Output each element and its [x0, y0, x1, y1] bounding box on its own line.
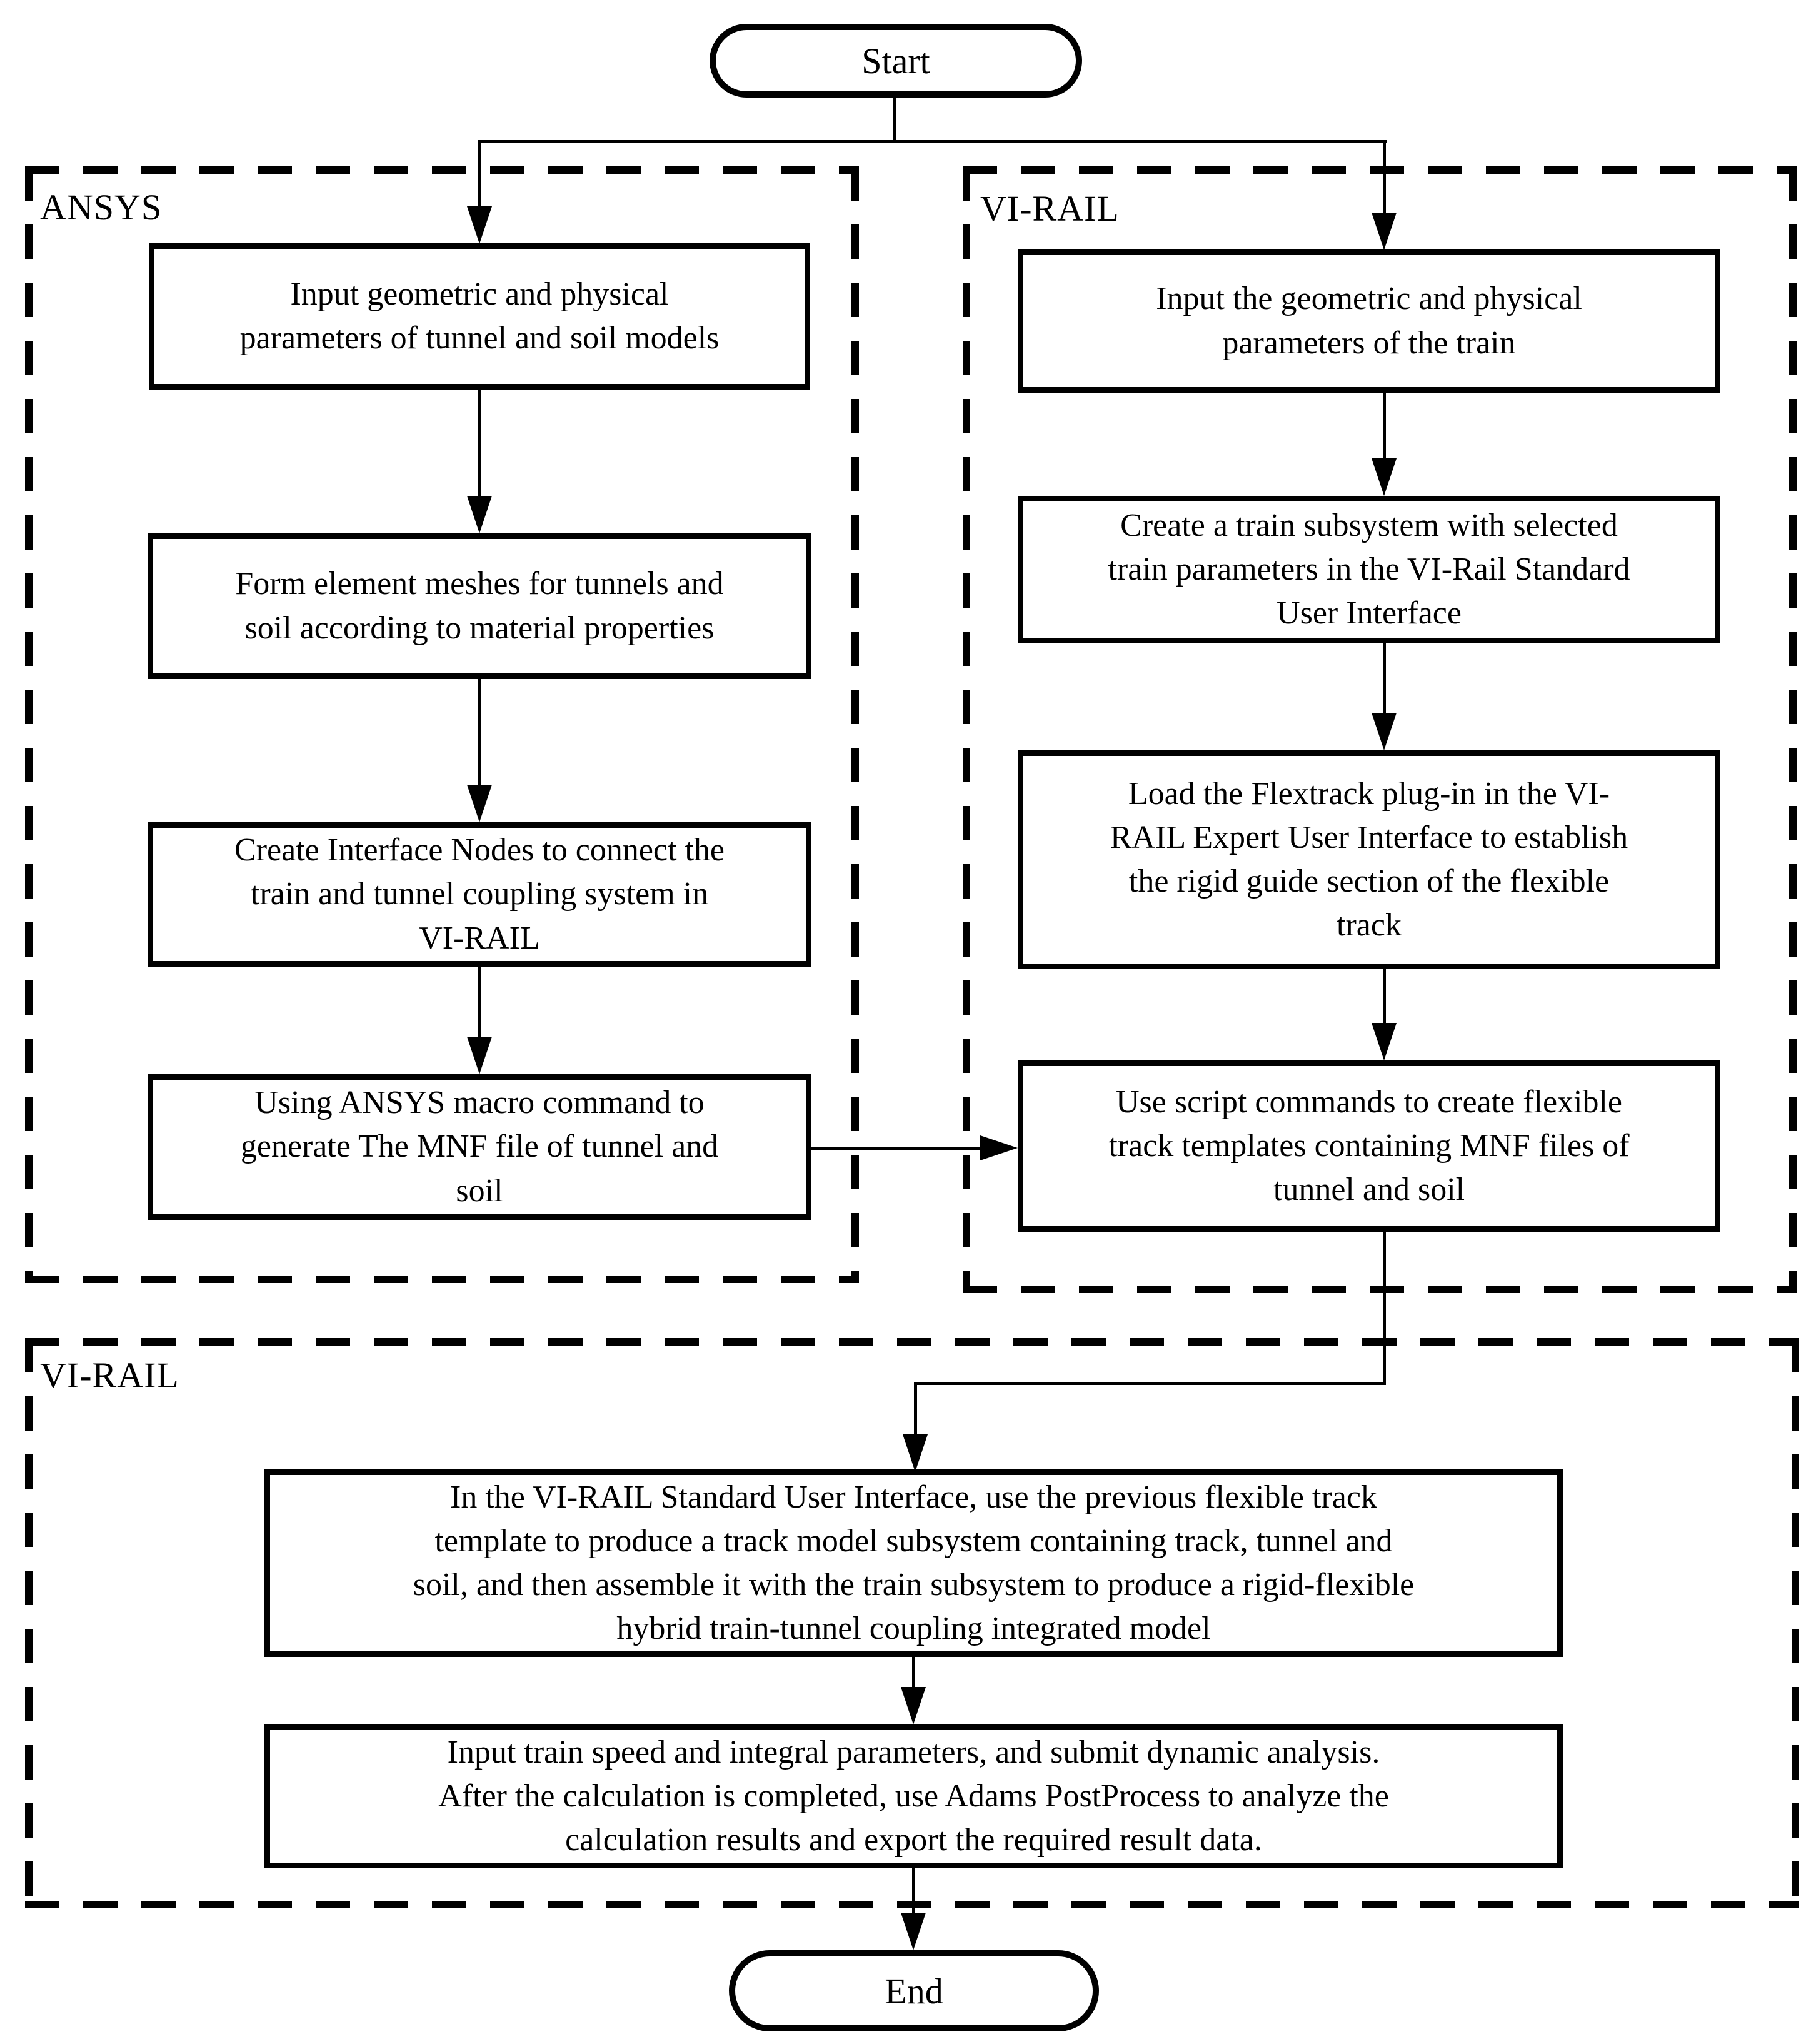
arrowhead-into-virail-step-3	[1372, 713, 1397, 750]
ansys-step-1-box: Input geometric and physical parameters …	[149, 243, 810, 390]
arrowhead-into-lower-step-2	[901, 1687, 926, 1724]
connector-virail-4-down	[1383, 1232, 1386, 1385]
virail-upper-container-label: VI-RAIL	[980, 188, 1120, 229]
connector-lower-2-to-end	[912, 1868, 915, 1914]
arrowhead-into-virail-step-4	[980, 1135, 1018, 1160]
arrowhead-into-ansys-step-4	[467, 1037, 492, 1074]
ansys-step-3-box: Create Interface Nodes to connect the tr…	[148, 822, 811, 967]
connector-start-split-bar	[478, 140, 1387, 143]
connector-virail-3-4	[1383, 969, 1386, 1024]
connector-virail-1-2	[1383, 393, 1386, 460]
lower-step-1-box: In the VI-RAIL Standard User Interface, …	[264, 1469, 1563, 1657]
virail-step-2-box: Create a train subsystem with selected t…	[1018, 496, 1720, 643]
start-terminal: Start	[710, 24, 1082, 98]
arrowhead-into-virail-step-4-vertical	[1372, 1023, 1397, 1060]
arrowhead-into-virail-step-2	[1372, 458, 1397, 496]
ansys-step-2-box: Form element meshes for tunnels and soil…	[148, 533, 811, 679]
arrowhead-into-virail-step-1	[1372, 213, 1397, 250]
connector-split-to-ansys	[478, 140, 481, 208]
ansys-step-4-box: Using ANSYS macro command to generate Th…	[148, 1074, 811, 1220]
arrowhead-into-ansys-step-1	[467, 206, 492, 244]
connector-virail-2-3	[1383, 643, 1386, 714]
arrowhead-into-ansys-step-3	[467, 785, 492, 822]
connector-ansys-1-2	[478, 390, 481, 497]
connector-ansys-3-4	[478, 967, 481, 1038]
arrowhead-into-lower-step-1	[903, 1434, 928, 1472]
connector-elbow-down	[914, 1382, 917, 1436]
connector-ansys-2-3	[478, 679, 481, 786]
connector-start-stem	[893, 98, 896, 141]
arrowhead-into-ansys-step-2	[467, 496, 492, 533]
virail-step-1-box: Input the geometric and physical paramet…	[1018, 249, 1720, 393]
lower-step-2-box: Input train speed and integral parameter…	[264, 1724, 1563, 1868]
end-terminal: End	[729, 1950, 1099, 2031]
virail-lower-container-label: VI-RAIL	[40, 1355, 179, 1396]
arrowhead-into-end	[901, 1913, 926, 1950]
virail-step-4-box: Use script commands to create flexible t…	[1018, 1060, 1720, 1232]
connector-split-to-virail	[1383, 140, 1386, 213]
ansys-container-label: ANSYS	[40, 187, 163, 228]
connector-elbow-horizontal	[914, 1382, 1386, 1385]
virail-step-3-box: Load the Flextrack plug-in in the VI- RA…	[1018, 750, 1720, 969]
connector-lower-1-2	[912, 1657, 915, 1688]
connector-ansys-4-to-virail-4	[811, 1147, 981, 1150]
